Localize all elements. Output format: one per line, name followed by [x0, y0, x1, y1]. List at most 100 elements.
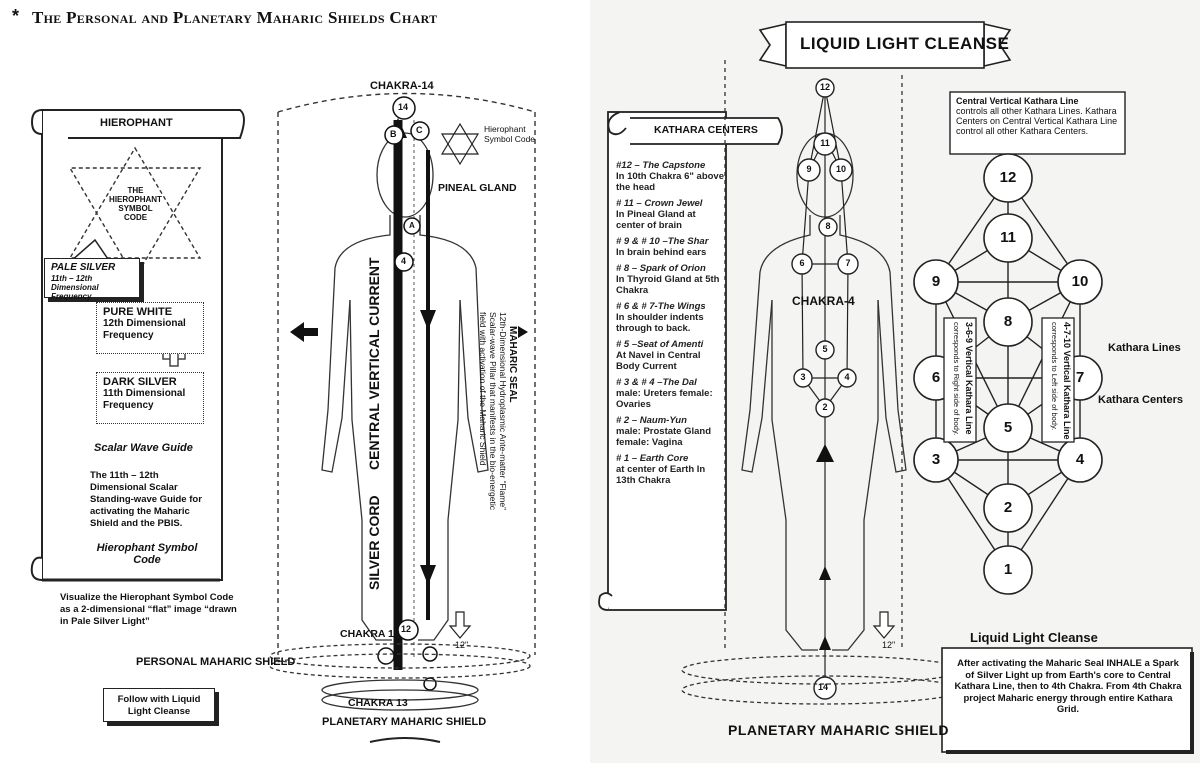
- kathara-center-name: # 3 & # 4 –The Dal: [616, 377, 697, 388]
- kathara-center-desc: at center of Earth In 13th Chakra: [616, 464, 706, 486]
- banner-title: LIQUID LIGHT CLEANSE: [800, 34, 1010, 53]
- hierophant-symbol-note: Hierophant Symbol Code: [484, 124, 536, 144]
- maharic-seal-label: MAHARIC SEAL: [507, 326, 518, 403]
- node-a: A: [409, 221, 415, 230]
- node-c: C: [416, 125, 423, 135]
- follow-with-box: Follow with Liquid Light Cleanse: [103, 688, 215, 722]
- kathara-center-name: # 2 – Naum-Yun: [616, 415, 687, 426]
- visualize-note: Visualize the Hierophant Symbol Code as …: [60, 592, 237, 627]
- body-node-10: 10: [835, 164, 846, 174]
- kathara-center-name: # 6 & # 7-The Wings: [616, 301, 706, 312]
- pale-silver-sub: 11th – 12th Dimensional Frequency: [51, 274, 99, 301]
- liquid-light-description: After activating the Maharic Seal INHALE…: [954, 658, 1182, 715]
- grid-node-3: 3: [931, 451, 941, 468]
- kathara-scroll: [598, 111, 783, 611]
- instruction-box: [941, 647, 1193, 753]
- human-body-outline: [321, 132, 489, 641]
- kathara-center-desc: In Pineal Gland at center of brain: [616, 209, 696, 231]
- chakra-13-label: CHAKRA 13: [348, 697, 408, 709]
- scalar-description: The 11th – 12th Dimensional Scalar Stand…: [90, 470, 202, 529]
- chart-title: The Personal and Planetary Maharic Shiel…: [32, 8, 438, 27]
- kathara-center-desc: In Thyroid Gland at 5th Chakra: [616, 274, 720, 296]
- central-vertical-current: [389, 118, 436, 670]
- chakra-14-label: CHAKRA-14: [370, 80, 434, 92]
- down-arrow-icon: [448, 611, 472, 639]
- chakra-nodes: [377, 96, 438, 691]
- grid-node-12: 12: [999, 169, 1017, 186]
- body-node-2: 2: [822, 402, 828, 412]
- maharic-seal-description: 12th-Dimensional Hydroplasmic Ante-matte…: [478, 312, 508, 510]
- twelve-inch-label-right: 12": [882, 640, 896, 650]
- symbol-code-caption: Hierophant Symbol Code: [96, 542, 198, 566]
- grid-node-10: 10: [1071, 273, 1089, 290]
- pale-silver-box: PALE SILVER 11th – 12th Dimensional Freq…: [44, 258, 140, 301]
- twelve-inch-label: 12": [455, 640, 469, 650]
- kathara-center-desc: In shoulder indents through to back.: [616, 312, 704, 334]
- line-4710-box: [1041, 317, 1075, 443]
- grid-node-2: 2: [1003, 499, 1013, 516]
- body-node-4: 4: [844, 372, 850, 382]
- grid-node-9: 9: [931, 273, 941, 290]
- line-4710-sub: corresponds to Left side of body.: [1050, 322, 1059, 431]
- grid-node-6: 6: [931, 369, 941, 386]
- kathara-center-desc: male: Ureters female: Ovaries: [616, 388, 713, 410]
- kathara-center-name: # 11 – Crown Jewel: [616, 198, 703, 209]
- planetary-shield-disk: [321, 679, 479, 711]
- pillar-lines: [724, 60, 903, 650]
- kathara-center-name: # 5 –Seat of Amenti: [616, 339, 704, 350]
- central-line-desc: controls all other Kathara Lines. Kathar…: [956, 106, 1118, 136]
- kathara-diagram: [598, 21, 1194, 754]
- body-node-5: 5: [822, 344, 828, 354]
- node-4: 4: [401, 256, 407, 266]
- kathara-center-name: # 8 – Spark of Orion: [616, 263, 706, 274]
- kathara-center-name: # 1 – Earth Core: [616, 453, 689, 464]
- central-line-box: [949, 91, 1126, 155]
- dark-silver-box: DARK SILVER 11th Dimensional Frequency: [96, 372, 204, 424]
- pure-white-box: PURE WHITE 12th Dimensional Frequency: [96, 302, 204, 354]
- personal-shield-disk: [269, 643, 531, 679]
- kathara-center-name: # 9 & # 10 –The Shar: [616, 236, 709, 247]
- chakra-12-label: CHAKRA 12: [340, 628, 400, 640]
- liquid-light-cleanse-chart: LIQUID LIGHT CLEANSE KATHARA CENTERS #12…: [590, 0, 1200, 763]
- banner-ribbon: [758, 21, 1012, 69]
- pure-white-sub: 12th Dimensional Frequency: [103, 318, 186, 341]
- central-line-note: Central Vertical Kathara Line controls a…: [956, 96, 1121, 136]
- hierophant-star-small: [440, 122, 480, 166]
- body-node-11: 11: [820, 138, 830, 148]
- grid-node-5: 5: [1003, 419, 1013, 436]
- body-node-3: 3: [800, 372, 806, 382]
- body-arrows: [816, 444, 834, 650]
- body-node-14: 14: [818, 682, 829, 692]
- body-node-12: 12: [819, 82, 830, 92]
- node-14: 14: [398, 102, 409, 112]
- title-asterisk: *: [12, 6, 20, 26]
- line-369-sub: corresponds to Right side of body.: [952, 322, 961, 436]
- body-node-6: 6: [799, 258, 805, 268]
- grid-node-1: 1: [1003, 561, 1013, 578]
- kathara-center-desc: At Navel in Central Body Current: [616, 350, 701, 372]
- line-369-box: [943, 317, 977, 443]
- kathara-centers-label: Kathara Centers: [1098, 394, 1183, 406]
- body-node-8: 8: [825, 221, 831, 231]
- body-node-9: 9: [806, 164, 812, 174]
- scalar-wave-guide: Scalar Wave Guide: [94, 442, 193, 454]
- scroll-header: HIEROPHANT: [100, 117, 173, 129]
- liquid-light-title: Liquid Light Cleanse: [970, 630, 1098, 645]
- dark-silver-sub: 11th Dimensional Frequency: [103, 388, 186, 411]
- grid-node-8: 8: [1003, 313, 1013, 330]
- body-node-7: 7: [845, 258, 851, 268]
- planetary-shield-label: PLANETARY MAHARIC SHIELD: [322, 716, 487, 728]
- pale-silver-label: PALE SILVER: [51, 262, 116, 273]
- grid-node-11: 11: [1000, 229, 1016, 246]
- maharic-shields-chart: * The Personal and Planetary Maharic Shi…: [0, 0, 590, 763]
- kathara-lines-label: Kathara Lines: [1108, 342, 1181, 354]
- body-kathara-nodes: [791, 78, 859, 700]
